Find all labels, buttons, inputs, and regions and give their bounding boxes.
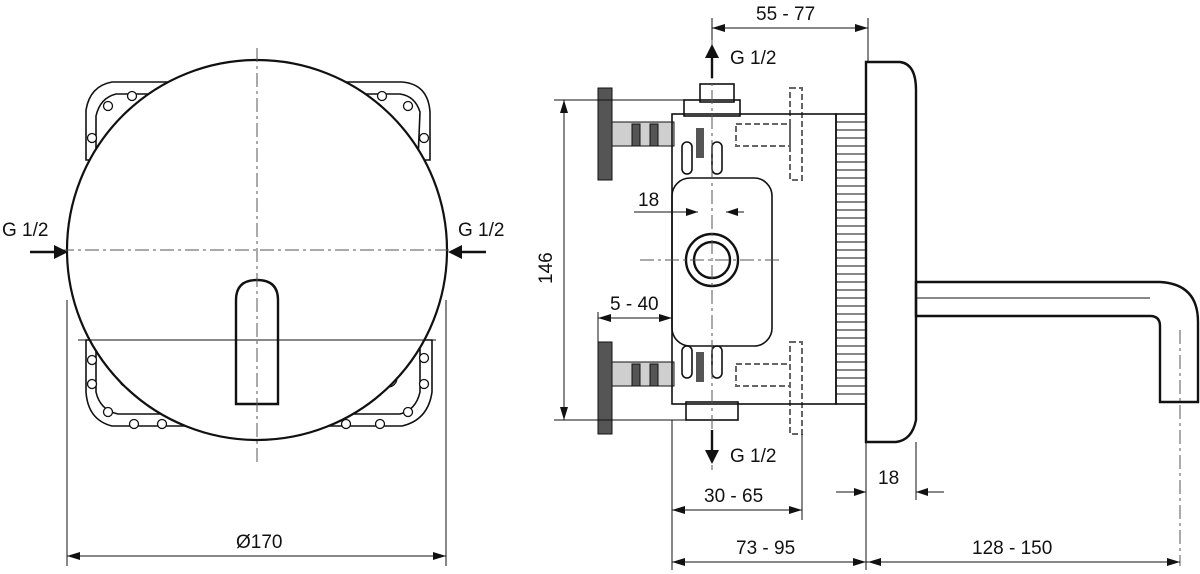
spout-side [914,280,1200,404]
spout-length-label: 128 - 150 [972,538,1052,559]
adjust-range-dimension: 5 - 40 [597,294,672,342]
plate-thickness-label: 18 [878,468,899,489]
front-view: G 1/2 G 1/2 Ø170 [2,48,504,566]
height-label: 146 [536,252,557,284]
depth-top-dimension: 55 - 77 [711,4,869,62]
depth-total-label: 73 - 95 [736,538,795,559]
cover-plate-side [864,60,918,444]
diameter-dimension: Ø170 [66,300,447,566]
bottom-dimensions: 73 - 95 128 - 150 [671,442,1180,570]
mounting-frame-top [85,81,431,161]
offset-18-dimension: 18 [634,190,744,216]
bottom-outlet-label: G 1/2 [730,446,776,467]
side-view: G 1/2 G 1/2 55 - 77 146 18 [536,4,1200,570]
left-inlet-label: G 1/2 [2,220,48,241]
height-dimension: 146 [536,99,700,421]
diameter-label: Ø170 [236,532,282,553]
right-inlet-arrow [448,245,486,259]
spacing-label: 30 - 65 [704,486,763,507]
top-outlet-label: G 1/2 [730,48,776,69]
spacing-dimension: 30 - 65 [671,420,803,520]
threaded-sleeve [835,113,867,405]
bottom-outlet-arrow [705,430,719,464]
right-inlet-label: G 1/2 [458,220,504,241]
adjust-range-label: 5 - 40 [610,294,659,315]
left-inlet-arrow [30,245,68,259]
top-outlet-arrow [705,44,719,78]
plate-thickness-dimension: 18 [836,442,944,500]
depth-top-label: 55 - 77 [756,4,815,25]
offset-18-label: 18 [638,190,659,211]
